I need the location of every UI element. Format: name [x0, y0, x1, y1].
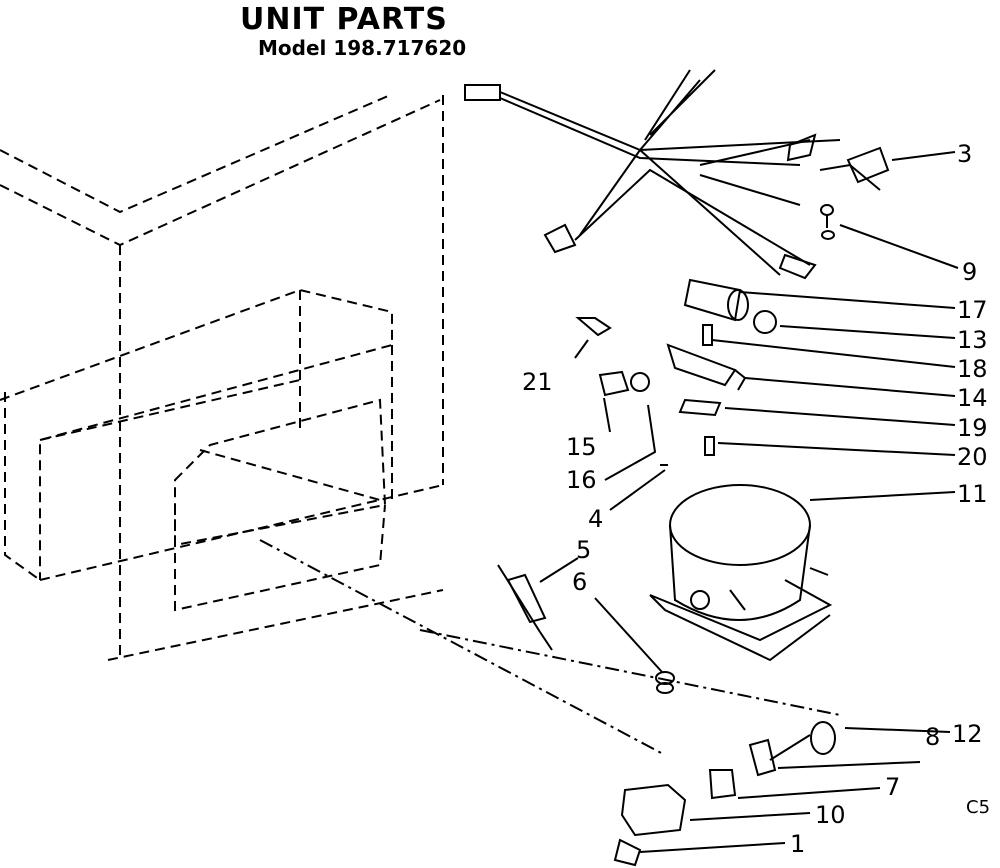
- callout-3: 3: [957, 140, 972, 168]
- grommet: [655, 671, 675, 694]
- callout-13: 13: [957, 326, 988, 354]
- mounting-clip: [678, 398, 722, 417]
- screw-and-washer: [820, 204, 835, 240]
- callout-6: 6: [572, 568, 587, 596]
- terminal-cover: [748, 738, 777, 777]
- relay-cover: [630, 372, 650, 392]
- callout-8: 8: [925, 723, 940, 751]
- callout-11: 11: [957, 480, 988, 508]
- callout-10: 10: [815, 801, 846, 829]
- relay-clip: [734, 369, 747, 391]
- cabinet-outline: [0, 95, 444, 661]
- leader-line: [259, 539, 666, 756]
- callout-numbers: 3 9 17 13 18 14 19 20 11 12 8 7 10 1 21 …: [522, 140, 988, 858]
- callout-20: 20: [957, 443, 988, 471]
- diagram-title: UNIT PARTS: [240, 2, 448, 37]
- callout-16: 16: [566, 466, 597, 494]
- terminal-cap: [753, 310, 777, 334]
- wiring-harness: [464, 69, 890, 280]
- callout-14: 14: [957, 384, 988, 412]
- callout-leaders: [539, 151, 959, 853]
- callout-1: 1: [790, 830, 805, 858]
- power-cord-connector: [613, 783, 687, 867]
- capacitor: [683, 278, 749, 322]
- connector: [702, 324, 713, 346]
- callout-12: 12: [952, 720, 983, 748]
- tubing-coil: [769, 721, 836, 761]
- callout-7: 7: [885, 773, 900, 801]
- relay-terminal: [708, 769, 737, 800]
- model-number: Model 198.717620: [258, 36, 467, 60]
- compressor: [649, 484, 833, 662]
- callout-17: 17: [957, 296, 988, 324]
- callout-9: 9: [962, 258, 977, 286]
- callout-19: 19: [957, 414, 988, 442]
- filter-drier: [497, 564, 553, 651]
- callout-4: 4: [588, 505, 603, 533]
- overload-protector: [598, 370, 630, 397]
- wire-clamp: [575, 317, 612, 337]
- leader-line: [419, 629, 841, 716]
- drawing-code: C5: [966, 797, 991, 818]
- callout-18: 18: [957, 355, 988, 383]
- callout-5: 5: [576, 536, 591, 564]
- mounting-screw: [704, 436, 715, 456]
- callout-21: 21: [522, 368, 553, 396]
- relay-bracket: [666, 343, 737, 387]
- callout-15: 15: [566, 433, 597, 461]
